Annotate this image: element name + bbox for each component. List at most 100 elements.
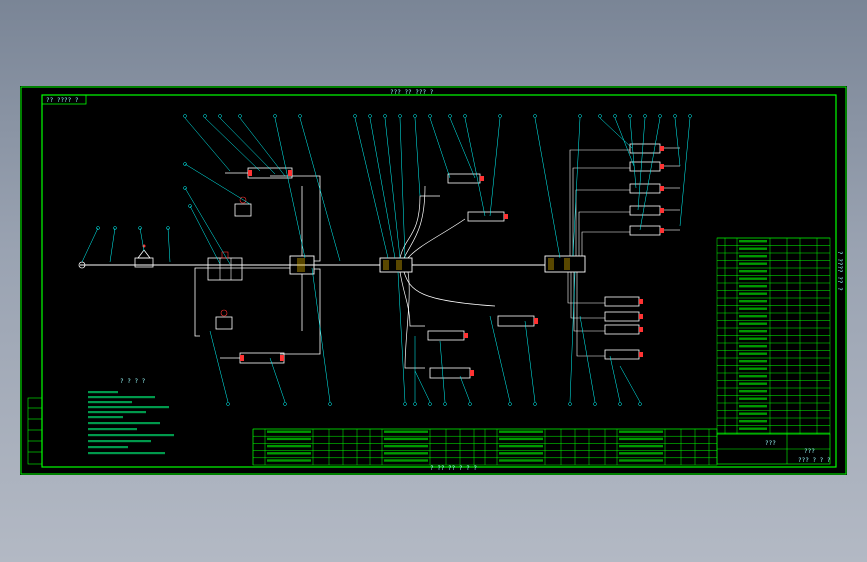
pneumatic-circuit-diagram: ?? ???? ? ??? ?? ??? ? — [20, 86, 847, 475]
leader-balloon — [688, 114, 692, 118]
leader-balloon — [613, 114, 617, 118]
leader-line — [524, 320, 536, 403]
leader-line — [572, 117, 581, 257]
leader-balloon — [638, 402, 642, 406]
leader-balloon — [166, 226, 170, 230]
bottom-parts-list — [252, 428, 718, 466]
cylinder-rod-end — [639, 299, 643, 304]
right-list-cell — [739, 352, 767, 355]
parts-list-cell — [267, 452, 311, 455]
leader-line — [184, 187, 231, 265]
leader-line — [679, 117, 691, 227]
inner-frame — [41, 94, 837, 468]
cad-drawing-sheet: ?? ???? ? ??? ?? ??? ? — [20, 86, 847, 475]
note-line — [88, 422, 160, 425]
leader-balloon — [568, 402, 572, 406]
leader-line — [569, 271, 576, 403]
feed-line-upper — [581, 231, 630, 256]
leader-balloon — [183, 114, 187, 118]
leader-balloon — [283, 402, 287, 406]
leader-balloon — [448, 114, 452, 118]
note-line — [88, 411, 146, 414]
leader-balloon — [533, 114, 537, 118]
valve-manifold-1 — [194, 175, 321, 355]
note-line — [88, 446, 128, 449]
right-list-cell — [739, 390, 767, 393]
parts-list-cell — [619, 430, 663, 433]
note-line — [88, 396, 155, 399]
leader-line — [239, 117, 286, 177]
leader-line — [414, 117, 421, 197]
leader-line — [489, 117, 501, 217]
leader-line — [274, 117, 306, 259]
leader-line — [439, 340, 446, 403]
leader-balloon — [598, 114, 602, 118]
notes-heading: ? ? ? ? — [120, 378, 146, 385]
parts-list-cell — [499, 459, 543, 462]
leader-balloon — [508, 402, 512, 406]
note-line — [88, 434, 174, 437]
note-line — [88, 406, 169, 409]
leader-line — [204, 117, 261, 172]
right-list-cell — [739, 307, 767, 310]
feed-line-upper — [572, 167, 630, 256]
leader-line — [449, 117, 476, 179]
leader-balloon — [403, 402, 407, 406]
leader-line — [629, 117, 637, 189]
leader-line — [209, 330, 229, 403]
leader-line — [184, 117, 231, 172]
leader-line — [384, 117, 401, 259]
leader-balloon — [328, 402, 332, 406]
cylinder-upper-left — [225, 167, 293, 217]
leader-balloon — [353, 114, 357, 118]
leader-line — [269, 357, 286, 403]
leader-line — [184, 163, 251, 205]
cylinder-right-lower — [604, 311, 640, 322]
feed-line-upper — [575, 189, 630, 256]
parts-list-cell — [384, 452, 428, 455]
parts-list-cell — [499, 437, 543, 441]
cylinder-right-lower — [604, 349, 640, 360]
cylinder-rod-end — [639, 352, 643, 357]
leader-balloon — [218, 114, 222, 118]
leader-balloon — [628, 114, 632, 118]
note-line — [88, 416, 123, 419]
leader-line — [614, 117, 635, 167]
valve-manifold-3 — [544, 255, 586, 273]
valve-manifold-2 — [379, 185, 496, 369]
leader-balloon — [298, 114, 302, 118]
parts-list-cell — [267, 459, 311, 462]
note-line — [88, 401, 132, 404]
right-list-cell — [739, 322, 767, 325]
leader-line — [637, 117, 646, 211]
right-parts-list — [716, 237, 831, 435]
titleblock-sub: ??? — [804, 448, 815, 455]
leader-balloon — [188, 204, 192, 208]
parts-list-cell — [384, 459, 428, 462]
leader-line — [429, 117, 451, 179]
right-list-cell — [739, 277, 767, 280]
sheet-title: ??? ?? ??? ? — [390, 89, 434, 96]
cylinder-right-upper — [629, 225, 661, 236]
feed-line-lower — [573, 272, 605, 332]
cylinder-rod-end — [660, 208, 664, 213]
leader-balloon — [658, 114, 662, 118]
cylinder-right-upper — [629, 205, 661, 216]
top-left-tag: ?? ???? ? — [46, 97, 79, 104]
parts-list-cell — [619, 437, 663, 441]
parts-list-cell — [499, 430, 543, 433]
right-list-cell — [739, 345, 767, 348]
leader-line — [167, 227, 171, 263]
leader-balloon — [183, 186, 187, 190]
leader-lines — [81, 114, 692, 406]
right-list-cell — [739, 285, 767, 288]
leader-line — [397, 271, 406, 403]
side-caption: ? ???? ?? ? — [836, 251, 843, 291]
cylinder-rod-end — [660, 228, 664, 233]
leader-line — [219, 117, 276, 175]
leader-balloon — [203, 114, 207, 118]
leader-balloon — [643, 114, 647, 118]
leader-balloon — [96, 226, 100, 230]
right-list-cell — [739, 240, 767, 243]
right-upper-feed-lines — [569, 149, 630, 256]
